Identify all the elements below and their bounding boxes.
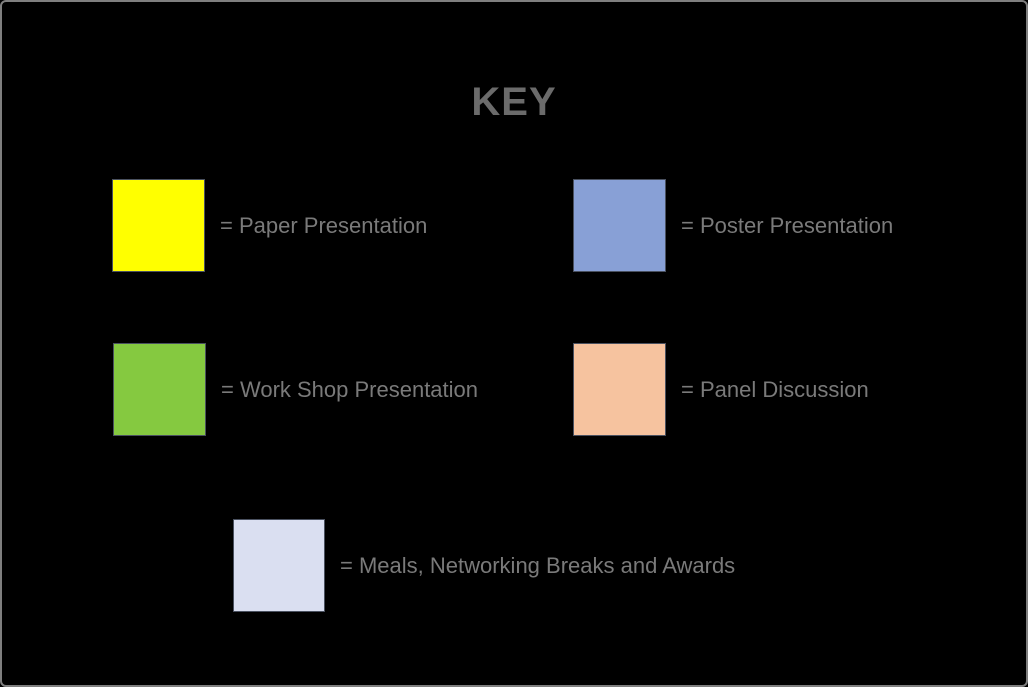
panel-discussion-swatch	[573, 343, 666, 436]
legend-item-panel-discussion: = Panel Discussion	[573, 343, 869, 436]
legend-item-label: = Meals, Networking Breaks and Awards	[340, 552, 736, 578]
legend-item-label: = Work Shop Presentation	[221, 376, 479, 402]
meals-networking-breaks-awards-swatch	[233, 519, 325, 612]
legend-item-poster-presentation: = Poster Presentation	[573, 179, 893, 272]
key-title: KEY	[471, 80, 557, 124]
legend-item-label: = Paper Presentation	[220, 212, 428, 238]
poster-presentation-swatch	[573, 179, 666, 272]
workshop-presentation-swatch	[113, 343, 206, 436]
legend-item-workshop-presentation: = Work Shop Presentation	[113, 343, 478, 436]
legend-item-label: = Panel Discussion	[681, 376, 869, 402]
paper-presentation-swatch	[112, 179, 205, 272]
legend-item-paper-presentation: = Paper Presentation	[112, 179, 427, 272]
legend-item-meals-networking-breaks-awards: = Meals, Networking Breaks and Awards	[233, 519, 735, 612]
legend-item-label: = Poster Presentation	[681, 212, 894, 238]
